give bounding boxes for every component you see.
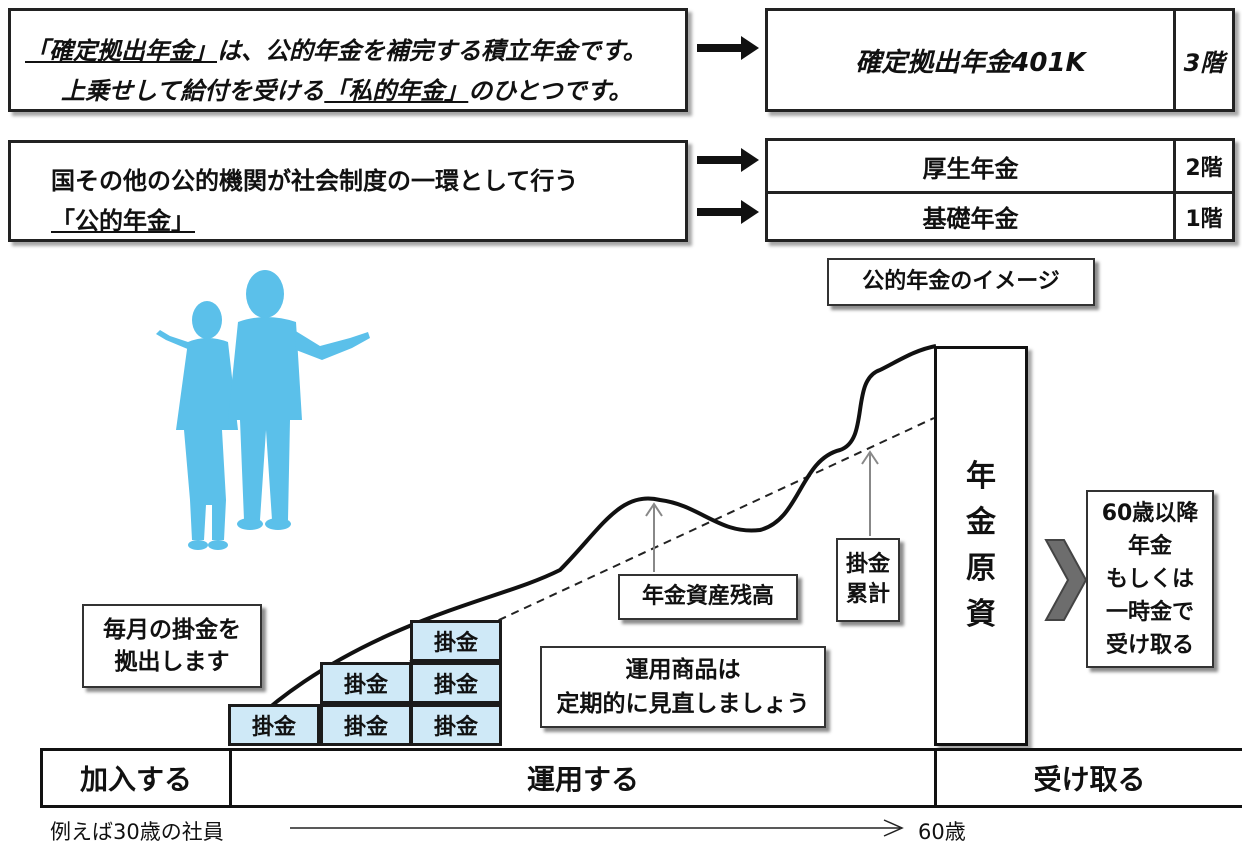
divider bbox=[1173, 11, 1176, 109]
timeline-bar bbox=[40, 748, 1242, 808]
divider bbox=[229, 748, 232, 808]
silhouette-man bbox=[228, 270, 370, 530]
private-line-2: 上乗せして給付を受ける「私的年金」のひとつです。 bbox=[61, 77, 633, 105]
contribution-block: 掛金 bbox=[410, 662, 502, 704]
divider bbox=[768, 191, 1232, 194]
example-age-label: 例えば30歳の社員 bbox=[50, 820, 224, 844]
public-pension-floors: 厚生年金 2階 基礎年金 1階 bbox=[765, 138, 1235, 242]
phase-receive: 受け取る bbox=[1033, 763, 1146, 796]
receive-options-note: 60歳以降 年金 もしくは 一時金で 受け取る bbox=[1086, 490, 1214, 668]
floor-2-label: 2階 bbox=[1185, 156, 1223, 181]
end-age-label: 60歳 bbox=[918, 820, 966, 844]
contribution-block: 掛金 bbox=[410, 620, 502, 662]
asset-balance-label: 年金資産残高 bbox=[618, 574, 798, 620]
pension-fund-box: 年 金 原 資 bbox=[934, 346, 1028, 746]
phase-join: 加入する bbox=[79, 763, 192, 796]
silhouette-woman bbox=[156, 301, 238, 550]
arrow-to-dc bbox=[697, 36, 759, 60]
dc-pension-box: 確定拠出年金401K 3階 bbox=[765, 8, 1235, 112]
private-line-1: 「確定拠出年金」は、公的年金を補完する積立年金です。 bbox=[25, 37, 647, 65]
contribution-block: 掛金 bbox=[320, 704, 412, 746]
private-pension-description: 「確定拠出年金」は、公的年金を補完する積立年金です。 上乗せして給付を受ける「私… bbox=[8, 8, 688, 112]
contribution-block: 掛金 bbox=[228, 704, 320, 746]
phase-operate: 運用する bbox=[526, 763, 639, 796]
floor-1-label: 1階 bbox=[1185, 206, 1223, 232]
floor-3-label: 3階 bbox=[1183, 48, 1225, 77]
divider bbox=[1173, 141, 1176, 239]
public-pension-image-caption: 公的年金のイメージ bbox=[827, 258, 1095, 306]
arrow-to-kosei bbox=[697, 148, 759, 172]
divider bbox=[934, 748, 937, 808]
asset-balance-curve bbox=[230, 344, 937, 746]
public-line-1: 国その他の公的機関が社会制度の一環として行う bbox=[51, 167, 579, 195]
kiso-label: 基礎年金 bbox=[922, 205, 1019, 233]
kosei-label: 厚生年金 bbox=[922, 154, 1019, 183]
dc-label: 確定拠出年金401K bbox=[855, 47, 1086, 78]
public-pension-description: 国その他の公的機関が社会制度の一環として行う 「公的年金」 bbox=[8, 140, 688, 242]
cumulative-contribution-label: 掛金 累計 bbox=[836, 538, 900, 622]
monthly-contribution-note: 毎月の掛金を 拠出します bbox=[82, 604, 262, 688]
review-products-note: 運用商品は 定期的に見直しましょう bbox=[540, 646, 826, 728]
public-line-2: 「公的年金」 bbox=[51, 207, 195, 235]
contribution-block: 掛金 bbox=[410, 704, 502, 746]
arrow-to-kiso bbox=[697, 200, 759, 224]
